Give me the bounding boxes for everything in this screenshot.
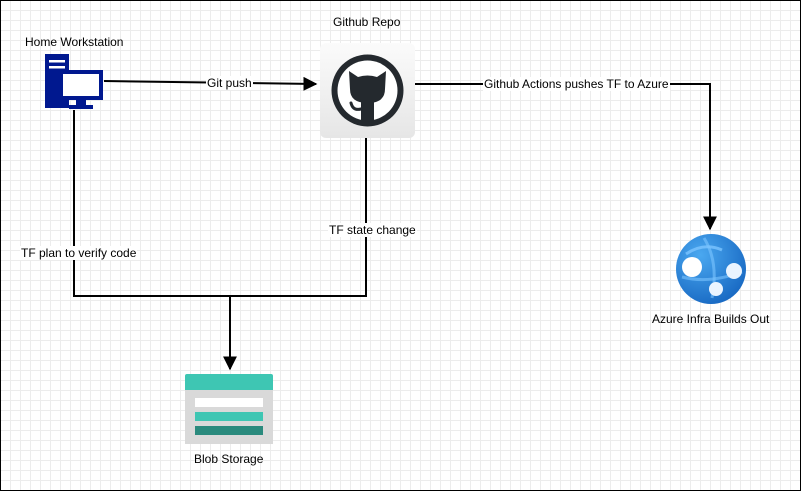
edge-label-tf-plan: TF plan to verify code xyxy=(20,246,138,260)
github-octocat-icon[interactable] xyxy=(320,43,415,138)
computer-icon[interactable] xyxy=(43,53,105,111)
edge-actions-push[interactable] xyxy=(415,83,717,231)
blob-storage-label: Blob Storage xyxy=(194,452,264,466)
edge-label-actions-push: Github Actions pushes TF to Azure xyxy=(483,77,670,91)
azure-web-app-icon[interactable] xyxy=(674,232,748,306)
edge-label-git-push: Git push xyxy=(206,76,253,90)
edge-tf-state[interactable] xyxy=(230,138,367,297)
edge-label-tf-state: TF state change xyxy=(328,223,417,237)
home-workstation-label: Home Workstation xyxy=(25,35,124,49)
edge-tf-plan[interactable] xyxy=(73,110,230,297)
azure-infra-label: Azure Infra Builds Out xyxy=(652,312,770,326)
github-repo-label: Github Repo xyxy=(333,15,401,29)
storage-icon[interactable] xyxy=(185,374,273,444)
